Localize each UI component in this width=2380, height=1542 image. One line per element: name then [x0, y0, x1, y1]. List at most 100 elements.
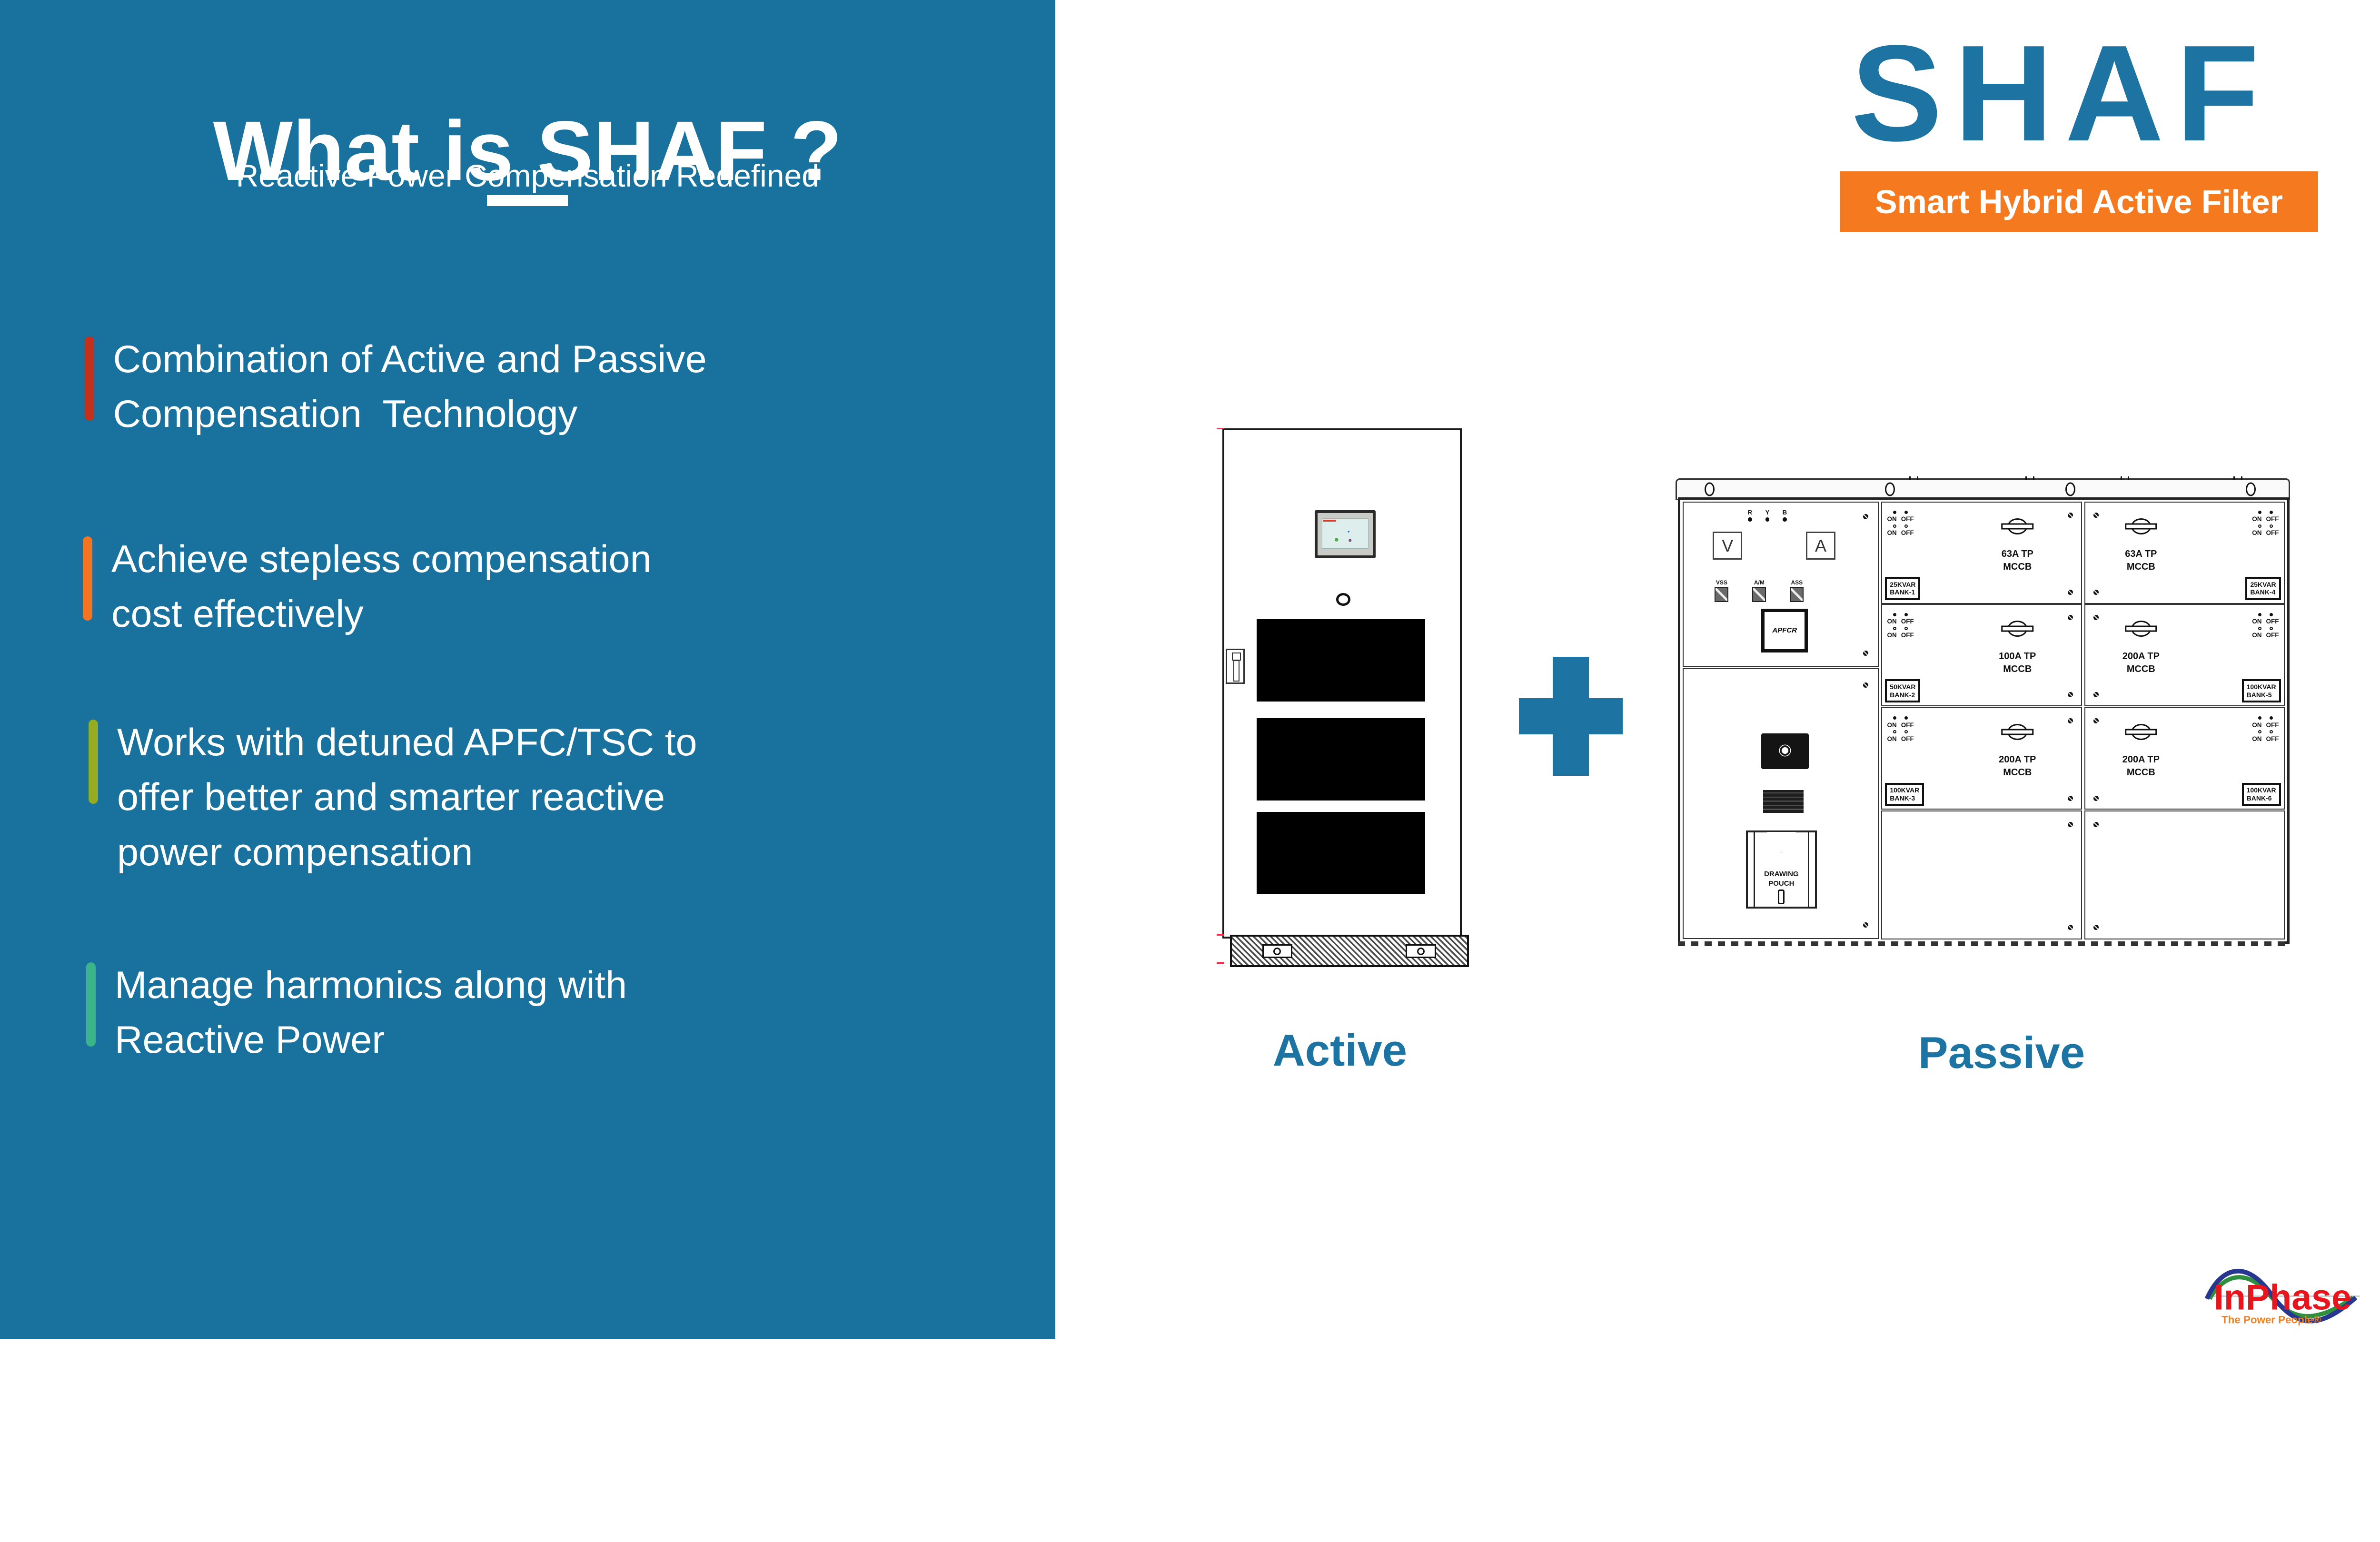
panel-body: R Y B V A VSS A/M ASS APFCR: [1678, 497, 2290, 944]
lamp: [1904, 510, 1908, 514]
voltmeter-label: V: [1722, 535, 1734, 555]
cabinet-base: [1230, 934, 1469, 967]
breaker-handle-icon: [2001, 518, 2034, 534]
logo-tagline: The Power People®: [2221, 1314, 2321, 1325]
pouch-notch: [1766, 831, 1796, 853]
vent-panel: [1256, 619, 1426, 702]
push-button: [2269, 524, 2273, 528]
switch-knob: [1752, 587, 1766, 602]
screw: [2068, 795, 2073, 801]
switch-knob: [1715, 587, 1729, 602]
phase-lamp: [1783, 517, 1787, 522]
phase-label: B: [1782, 509, 1787, 516]
phase-indicator: R: [1748, 509, 1752, 522]
door-handle: [1226, 649, 1245, 684]
on-label: ON: [2252, 632, 2262, 639]
active-label: Active: [1272, 1025, 1408, 1075]
logo-graphic: InPhase The Power People®: [2204, 1268, 2360, 1325]
breaker-handle-icon: [2125, 518, 2157, 534]
rail-tick: [2233, 476, 2235, 480]
off-label: OFF: [2266, 735, 2279, 742]
screw: [2093, 821, 2099, 827]
phase-label: R: [1747, 509, 1753, 516]
title-underline: [487, 195, 568, 206]
ammeter-label: A: [1815, 535, 1827, 555]
brand-title: SHAF: [1851, 17, 2271, 169]
breaker-rating: 200A TP: [1999, 754, 2036, 765]
screw: [1863, 651, 1868, 656]
breaker-type: MCCB: [2126, 561, 2155, 572]
lamp: [2269, 613, 2273, 616]
push-button: [1904, 524, 1908, 528]
breaker-handle-icon: [2125, 620, 2157, 637]
page-title: What is SHAF ?: [213, 103, 842, 198]
danger-sticker: [1761, 733, 1809, 770]
lamp: [1893, 716, 1897, 720]
off-label: OFF: [1901, 515, 1914, 523]
phase-label: Y: [1765, 509, 1770, 516]
bullet-item: Combination of Active and Passive Compen…: [84, 332, 707, 442]
bullet-text: Combination of Active and Passive Compen…: [113, 337, 707, 436]
push-button: [2258, 524, 2261, 528]
page-subtitle: Reactive Power Compensation Redefined: [236, 158, 819, 193]
breaker-handle-icon: [2001, 620, 2034, 637]
breaker-type: MCCB: [2126, 767, 2155, 778]
breaker-type: MCCB: [2003, 561, 2032, 572]
pouch-rail: [1807, 832, 1809, 907]
dimension-tick: [1217, 934, 1224, 936]
plus-horizontal-bar: [1519, 698, 1623, 734]
push-button: [1893, 626, 1897, 630]
hmi-screen-content: [1322, 518, 1369, 549]
push-button: [2258, 626, 2261, 630]
breaker-rating: 63A TP: [2125, 548, 2157, 559]
rail-tick: [2025, 476, 2027, 480]
off-label: OFF: [1901, 529, 1914, 537]
active-cabinet-drawing: [1222, 428, 1462, 939]
breaker-type: MCCB: [2126, 664, 2155, 675]
breaker-handle-icon: [2125, 724, 2157, 741]
rail-tick: [2120, 476, 2122, 480]
push-button: [1904, 730, 1908, 734]
cabinet-foot: [1262, 944, 1293, 959]
lamp: [2269, 510, 2273, 514]
apfcr-relay: APFCR: [1761, 608, 1808, 652]
breaker-type: MCCB: [2003, 664, 2032, 675]
on-label: ON: [1887, 735, 1897, 742]
lifting-hole: [1704, 482, 1715, 496]
rail-tick: [1909, 476, 1911, 480]
pouch-compartment: DRAWING POUCH: [1683, 668, 1879, 939]
lamp: [1893, 613, 1897, 616]
drawing-pouch: DRAWING POUCH: [1745, 830, 1817, 909]
meter-compartment: R Y B V A VSS A/M ASS APFCR: [1683, 501, 1879, 667]
bullet-item: Works with detuned APFC/TSC to offer bet…: [89, 715, 697, 880]
selector-switch: VSS: [1715, 579, 1729, 602]
screw: [1863, 922, 1868, 928]
hmi-screen: [1315, 510, 1376, 559]
phase-lamp: [1765, 517, 1770, 522]
vent-panel: [1256, 718, 1426, 801]
bullet-text: Manage harmonics along with Reactive Pow…: [115, 963, 627, 1062]
bullet-bar: [86, 962, 96, 1047]
screw: [2093, 590, 2099, 595]
screw: [2068, 692, 2073, 698]
brand-badge: Smart Hybrid Active Filter: [1840, 171, 2318, 232]
vent-panel: [1256, 811, 1426, 895]
bullet-bar: [83, 536, 92, 621]
screw: [2068, 615, 2073, 621]
apfcr-label: APFCR: [1772, 626, 1797, 635]
bullet-text: Works with detuned APFC/TSC to offer bet…: [117, 721, 697, 874]
bullet-text: Achieve stepless compensation cost effec…: [111, 537, 652, 636]
rail-tick: [1916, 476, 1918, 480]
push-button: [2269, 626, 2273, 630]
screw: [2068, 924, 2073, 930]
foot-hole: [1273, 947, 1281, 955]
